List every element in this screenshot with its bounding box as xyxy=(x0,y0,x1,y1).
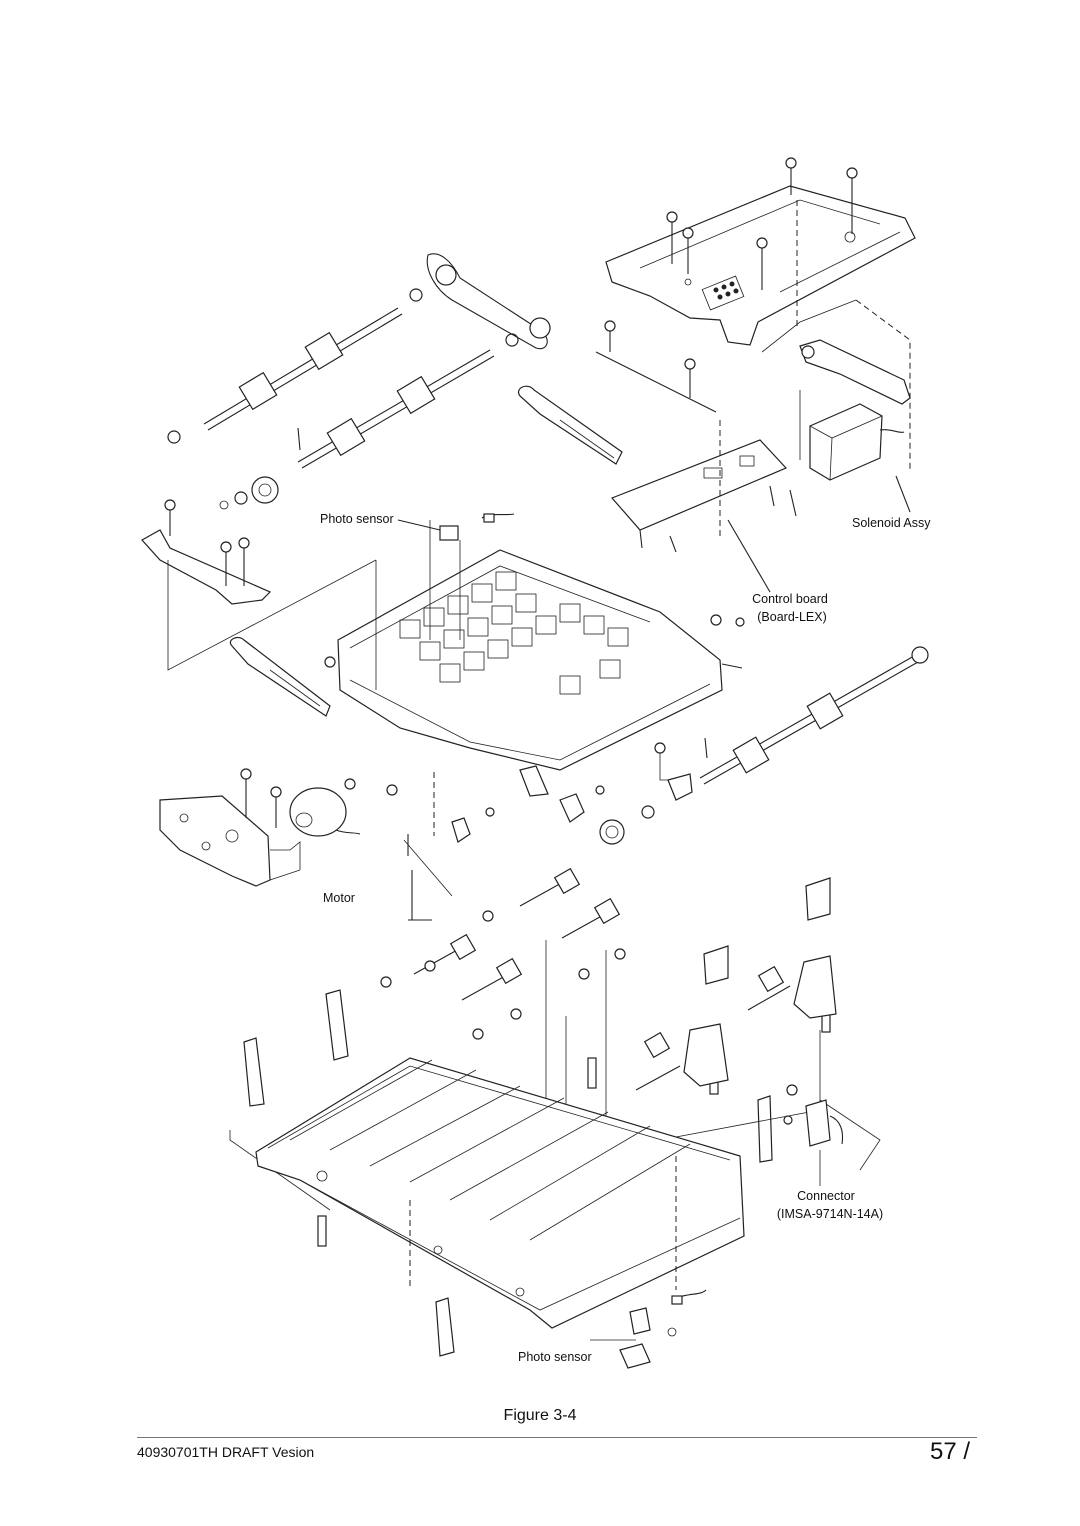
main-frame xyxy=(324,549,743,771)
footer-divider xyxy=(137,1437,977,1438)
upper-roller-shafts xyxy=(167,288,519,469)
label-control-board: Control board xyxy=(752,592,828,606)
document-id: 40930701TH DRAFT Vesion xyxy=(137,1444,315,1460)
springs xyxy=(317,910,831,1247)
page-number: 57 / xyxy=(929,1438,970,1465)
side-frame xyxy=(159,768,398,887)
timing-belt xyxy=(426,253,551,350)
gear-left xyxy=(219,476,279,510)
control-board xyxy=(610,420,797,593)
label-solenoid-assy: Solenoid Assy xyxy=(852,516,931,530)
center-arm xyxy=(518,385,623,465)
left-bracket xyxy=(141,499,272,605)
label-board-lex: (Board-LEX) xyxy=(757,610,827,624)
photo-sensor-top xyxy=(397,513,515,640)
left-arm xyxy=(229,636,331,717)
base-tray xyxy=(255,1057,745,1329)
label-connector: Connector xyxy=(797,1189,855,1203)
motor xyxy=(269,787,361,881)
connector xyxy=(783,1084,844,1186)
photo-sensor-bottom xyxy=(619,1289,707,1369)
upper-rod xyxy=(595,320,717,413)
plate-screws xyxy=(666,157,858,330)
top-mounting-plate xyxy=(605,185,916,346)
figure-caption: Figure 3-4 xyxy=(503,1407,577,1424)
label-photo-sensor-bottom: Photo sensor xyxy=(518,1350,592,1364)
label-photo-sensor-top: Photo sensor xyxy=(320,512,394,526)
label-motor: Motor xyxy=(323,891,355,905)
right-roller-shaft xyxy=(654,614,929,801)
middle-parts xyxy=(403,765,655,921)
guides xyxy=(243,877,837,1357)
solenoid-assy xyxy=(761,299,911,513)
small-rollers xyxy=(413,867,791,1091)
label-connector-part: (IMSA-9714N-14A) xyxy=(776,1207,884,1221)
